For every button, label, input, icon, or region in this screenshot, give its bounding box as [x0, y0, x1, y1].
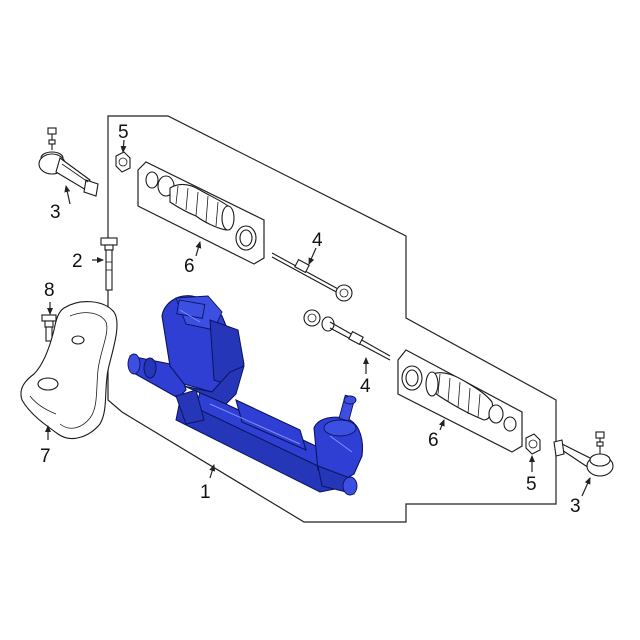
callout-4-lower: 4: [360, 376, 371, 397]
bolt[interactable]: [100, 237, 118, 291]
callout-8: 8: [44, 280, 55, 301]
leader-4a: [308, 247, 317, 265]
leader-6a: [195, 241, 202, 257]
callout-3-right: 3: [570, 496, 581, 517]
callout-6-upper: 6: [184, 256, 195, 277]
assembly-boundary: [107, 115, 557, 523]
leader-5a: [120, 139, 127, 153]
steering-gear-assembly[interactable]: [127, 295, 364, 496]
steering-boot-upper[interactable]: [145, 171, 257, 251]
callout-2: 2: [72, 251, 83, 272]
tie-rod-end-right[interactable]: [553, 431, 614, 477]
callout-6-lower: 6: [428, 430, 439, 451]
steering-boot-lower[interactable]: [401, 365, 517, 432]
leader-6b: [438, 419, 445, 431]
leader-1: [209, 464, 216, 479]
leader-3a: [64, 185, 71, 205]
callout-7: 7: [40, 446, 51, 467]
callout-3-left: 3: [50, 202, 61, 223]
inner-tie-rod-lower[interactable]: [303, 309, 391, 361]
boot-kit-box-upper: [137, 161, 265, 265]
inner-tie-rod-upper[interactable]: [271, 252, 353, 302]
callout-5-upper: 5: [118, 122, 129, 143]
heat-shield[interactable]: [20, 301, 118, 439]
tie-rod-end-left[interactable]: [38, 127, 99, 197]
boot-kit-box-lower: [397, 349, 523, 453]
callout-1: 1: [200, 482, 211, 503]
callout-5-lower: 5: [526, 474, 537, 495]
heat-shield-bolt[interactable]: [41, 314, 57, 342]
nut-lower[interactable]: [525, 433, 541, 455]
callout-4-upper: 4: [312, 230, 323, 251]
nut-upper[interactable]: [115, 151, 131, 173]
leader-3b: [581, 477, 591, 497]
